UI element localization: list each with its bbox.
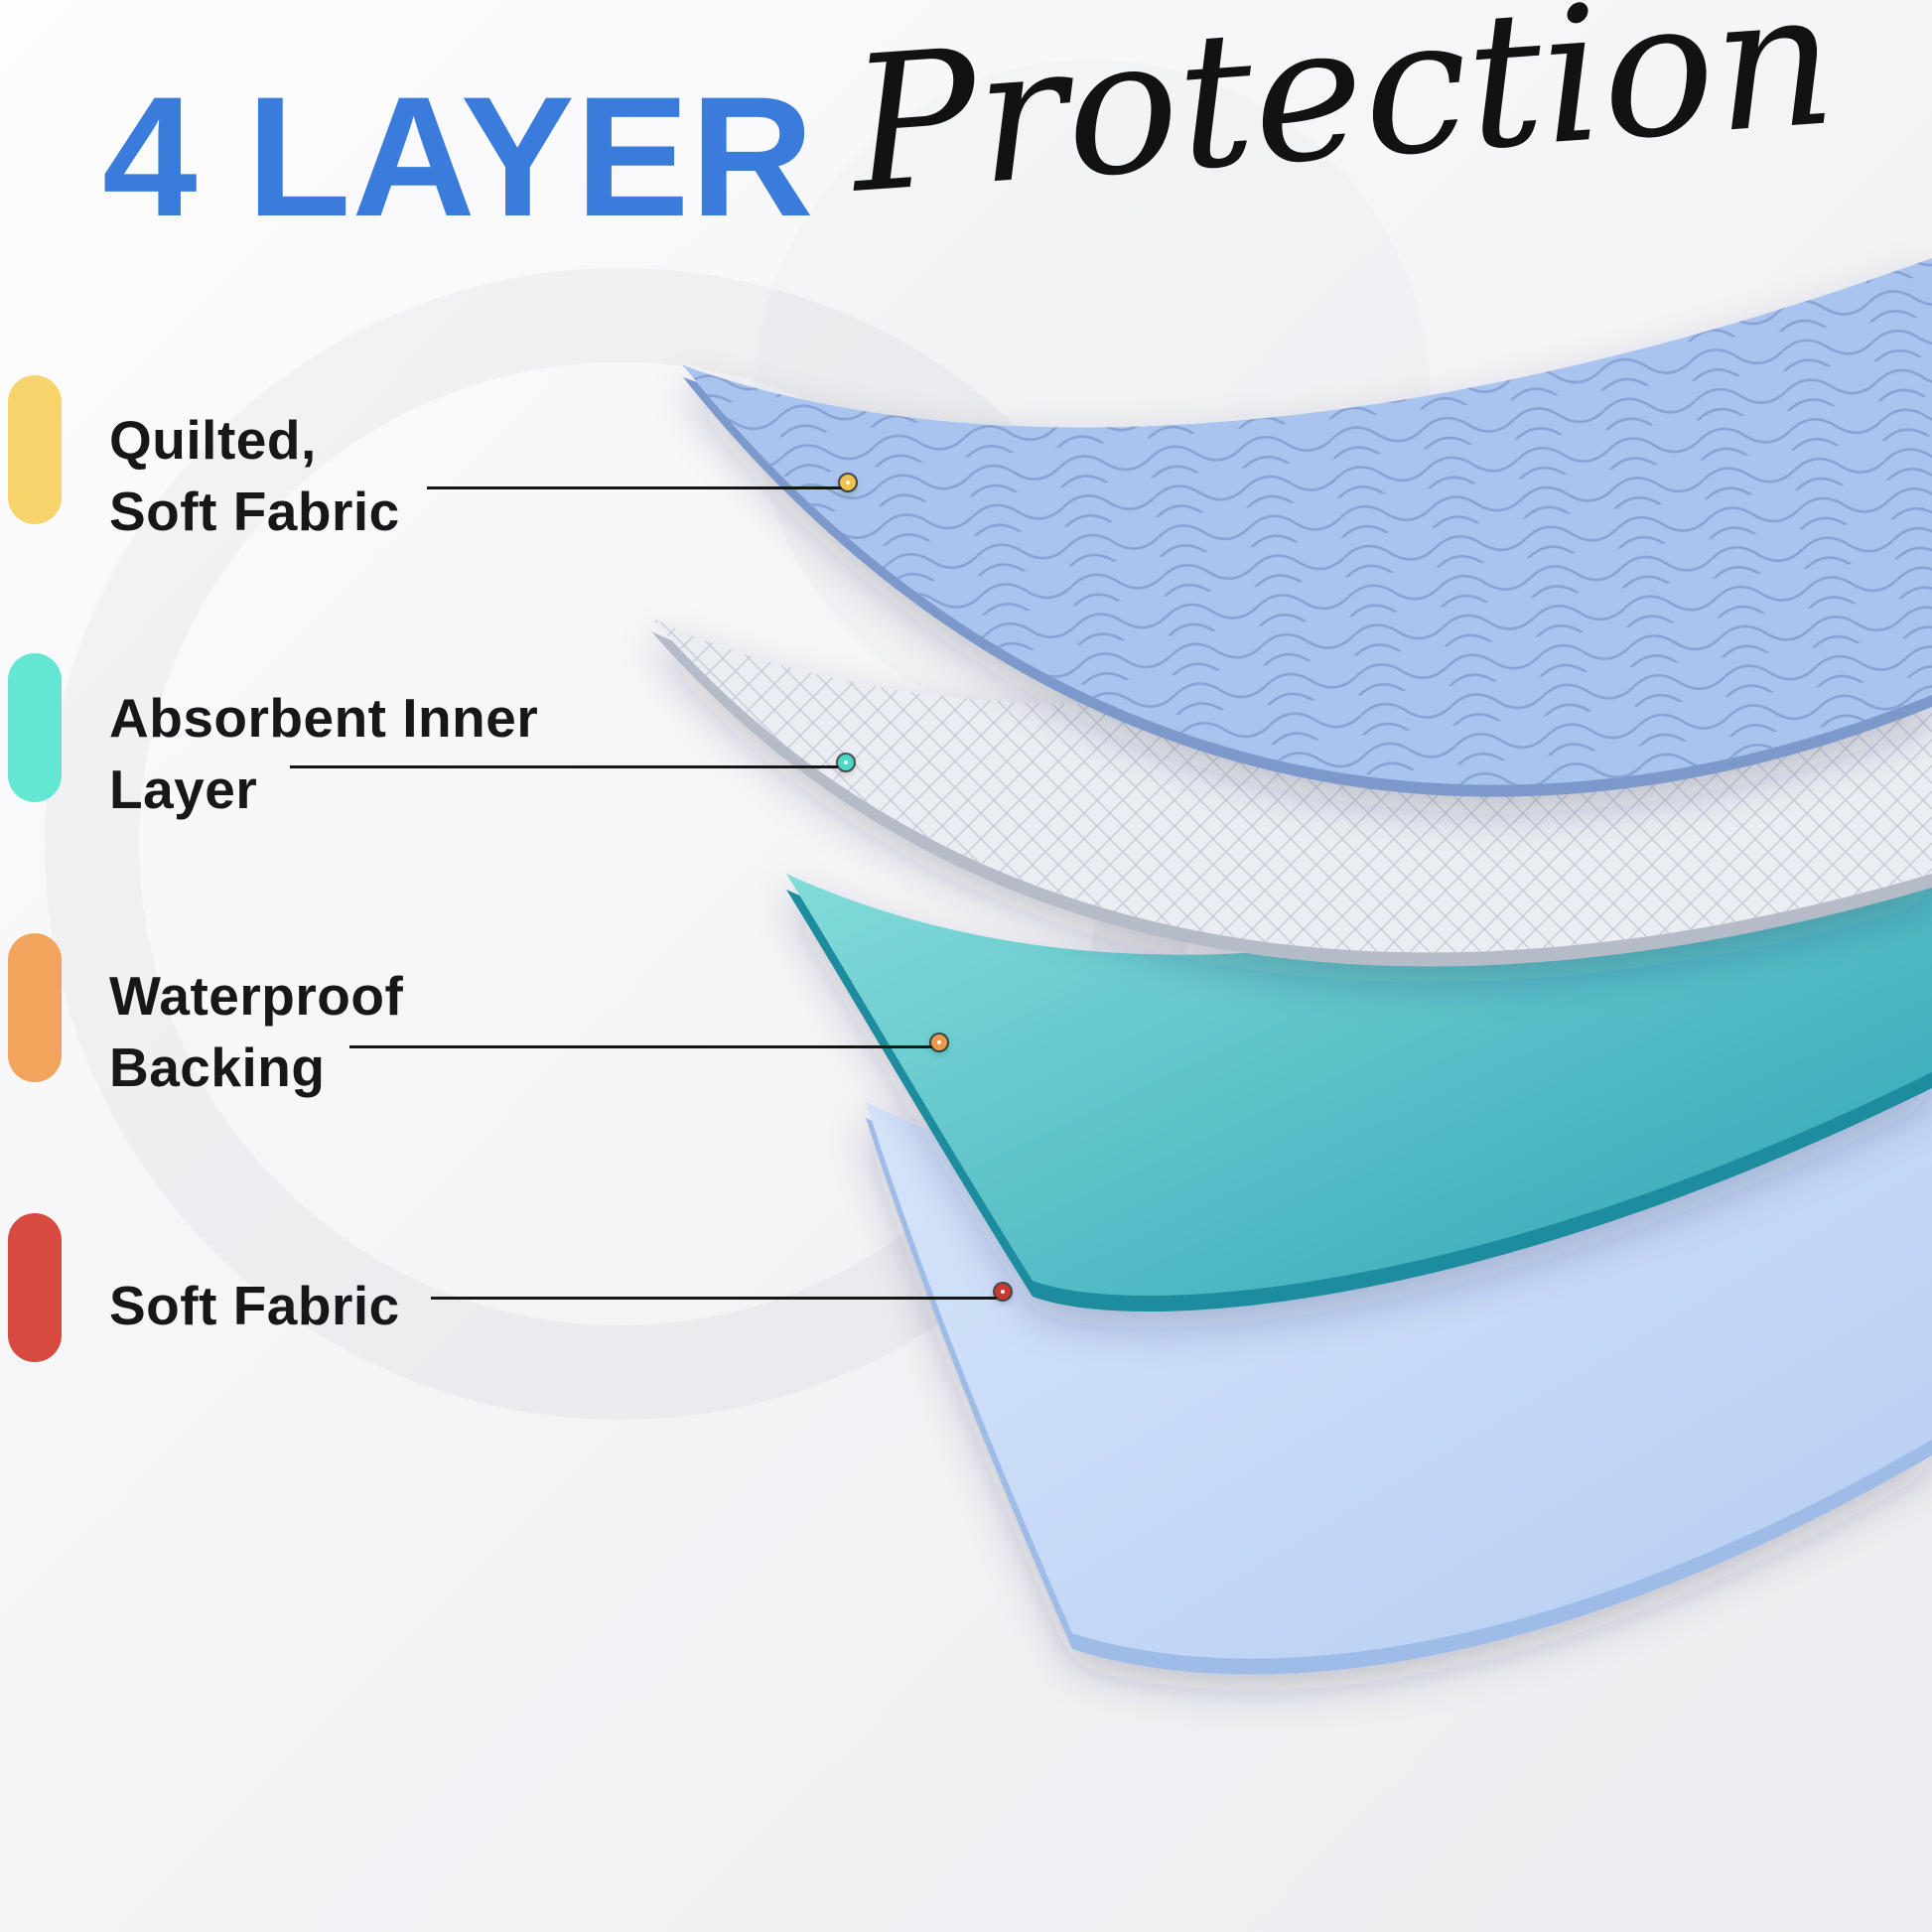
label-line: Soft Fabric (109, 480, 400, 542)
connector-soft-fabric (431, 1297, 997, 1300)
label-line: Layer (109, 758, 258, 820)
page-title: 4 LAYER (102, 62, 815, 252)
marker-absorbent-inner-layer (838, 755, 854, 770)
connector-quilted-soft-fabric (427, 486, 842, 489)
label-soft-fabric: Soft Fabric (109, 1271, 400, 1342)
label-line: Absorbent Inner (109, 687, 539, 749)
label-waterproof-backing: Waterproof Backing (109, 961, 403, 1103)
swatch-absorbent-inner-layer (8, 653, 62, 802)
connector-waterproof-backing (349, 1045, 933, 1048)
label-quilted-soft-fabric: Quilted, Soft Fabric (109, 405, 400, 547)
label-line: Quilted, (109, 409, 317, 471)
connector-absorbent-inner-layer (290, 765, 838, 768)
swatch-quilted-soft-fabric (8, 375, 62, 524)
label-line: Backing (109, 1035, 326, 1098)
marker-quilted-soft-fabric (840, 475, 856, 490)
marker-soft-fabric (995, 1284, 1011, 1300)
marker-waterproof-backing (931, 1035, 947, 1050)
swatch-waterproof-backing (8, 933, 62, 1082)
label-line: Waterproof (109, 965, 404, 1027)
label-line: Soft Fabric (109, 1275, 400, 1336)
label-absorbent-inner-layer: Absorbent Inner Layer (109, 683, 538, 825)
swatch-soft-fabric (8, 1213, 62, 1362)
